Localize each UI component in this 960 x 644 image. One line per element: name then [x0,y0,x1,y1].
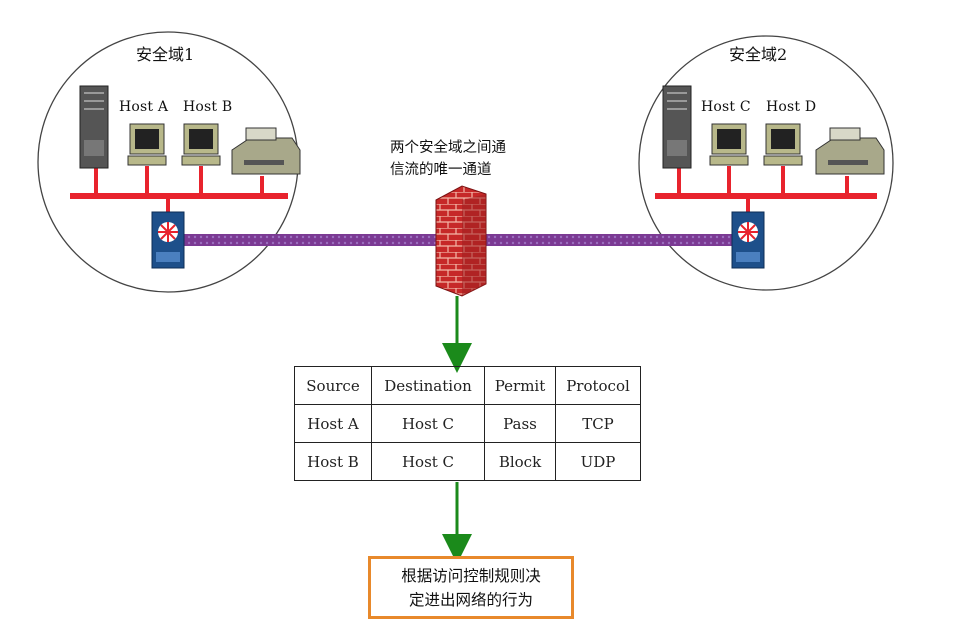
printer-icon [231,127,301,175]
table-row: Host A Host C Pass TCP [294,404,641,443]
cell-permit: Pass [484,404,556,443]
switch-1-icon [151,211,185,269]
cell-protocol: UDP [555,442,641,481]
host-b-label: Host B [183,99,233,115]
header-permit: Permit [484,366,556,405]
result-note-line-1: 根据访问控制规则决 [401,566,541,585]
firewall-note: 两个安全域之间通 信流的唯一通道 [390,137,506,181]
lan-bus-1 [70,166,288,213]
zone-2-title: 安全域2 [729,45,788,64]
host-c-computer-icon [709,123,749,166]
host-d-label: Host D [766,99,817,115]
result-note-line-2: 定进出网络的行为 [408,590,533,609]
access-control-table: Source Destination Permit Protocol Host … [294,366,641,481]
host-d-computer-icon [763,123,803,166]
cell-destination: Host C [371,442,485,481]
server-icon [662,85,692,169]
firewall-icon [435,185,487,297]
cell-destination: Host C [371,404,485,443]
header-source: Source [294,366,372,405]
server-icon [79,85,109,169]
header-protocol: Protocol [555,366,641,405]
firewall-note-line-2: 信流的唯一通道 [390,162,492,178]
table-row: Host B Host C Block UDP [294,442,641,481]
switch-2-icon [731,211,765,269]
cell-permit: Block [484,442,556,481]
host-a-label: Host A [119,99,169,115]
host-c-label: Host C [701,99,751,115]
host-b-computer-icon [181,123,221,166]
cell-source: Host A [294,404,372,443]
result-note-box: 根据访问控制规则决 定进出网络的行为 [368,556,574,619]
header-destination: Destination [371,366,485,405]
host-a-computer-icon [127,123,167,166]
printer-icon [815,127,885,175]
zone-1-title: 安全域1 [136,45,195,64]
table-header-row: Source Destination Permit Protocol [294,366,641,405]
firewall-note-line-1: 两个安全域之间通 [390,140,506,156]
cell-protocol: TCP [555,404,641,443]
lan-bus-2 [655,166,877,213]
cell-source: Host B [294,442,372,481]
